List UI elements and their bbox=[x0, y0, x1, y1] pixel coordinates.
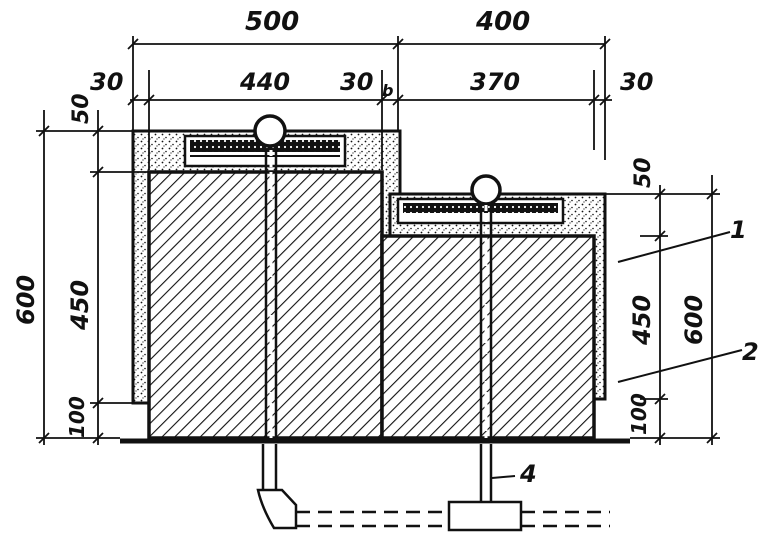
callout-2: 2 bbox=[742, 338, 759, 366]
callout-leaders bbox=[491, 231, 743, 479]
dim-400: 400 bbox=[475, 7, 530, 37]
dim-440: 440 bbox=[239, 68, 290, 96]
dim-500: 500 bbox=[245, 7, 299, 37]
dim-30-middle-suffix: b bbox=[382, 81, 393, 100]
dim-left-100: 100 bbox=[65, 396, 89, 438]
dim-30-right: 30 bbox=[620, 68, 653, 96]
callout-1: 1 bbox=[730, 216, 747, 244]
dim-right-100: 100 bbox=[627, 393, 651, 435]
right-dimension-lines bbox=[605, 175, 720, 445]
dim-370: 370 bbox=[470, 68, 520, 96]
left-rod bbox=[264, 150, 278, 438]
dim-30-middle: 30 bbox=[340, 68, 373, 96]
right-pipe-circle bbox=[470, 174, 502, 206]
left-drain-pipe bbox=[256, 444, 450, 530]
top-dimension-lines bbox=[127, 36, 612, 170]
callout-4: 4 bbox=[519, 460, 537, 488]
right-drain-pipe bbox=[447, 444, 610, 532]
left-dimension-lines bbox=[36, 110, 148, 445]
right-rod bbox=[479, 205, 493, 438]
dim-30-left: 30 bbox=[90, 68, 123, 96]
dim-left-50: 50 bbox=[69, 93, 94, 124]
dim-left-450: 450 bbox=[66, 280, 94, 331]
dim-right-600: 600 bbox=[680, 295, 708, 345]
dim-left-600: 600 bbox=[12, 275, 40, 325]
left-pipe-circle bbox=[253, 114, 287, 148]
right-core-block bbox=[380, 234, 596, 440]
dim-right-450: 450 bbox=[628, 295, 656, 346]
dim-right-50: 50 bbox=[631, 157, 656, 188]
